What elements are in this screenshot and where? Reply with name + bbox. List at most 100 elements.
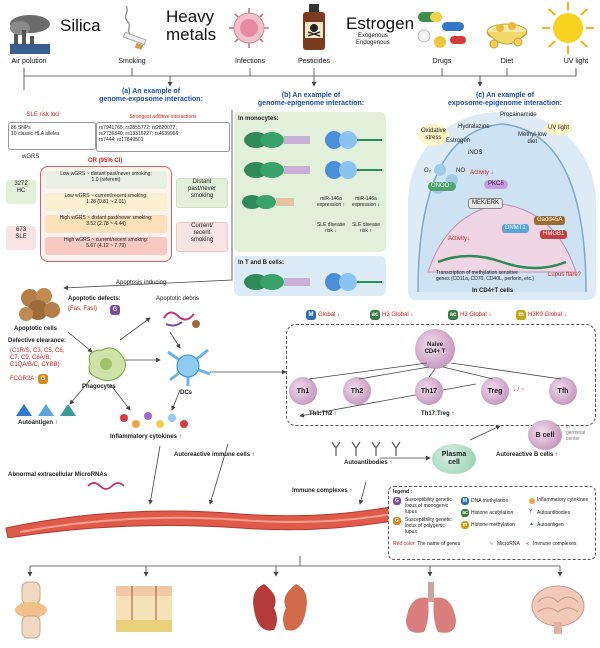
legend-cytokine-icon [529,498,535,504]
th1-th2-ratio: Th1:Th2 ↑ [309,411,337,417]
panel-b-tb-cells: In T and B cells: [234,256,386,296]
legend-mirna-icon: ∿ [489,541,494,547]
global-mark-2: H3 Global ↓ [382,312,414,318]
legend-mirna: MicroRNA [497,541,520,547]
lupus-flare: Lupus flare? [548,272,582,278]
pkcd-activity: Activity ↓ [470,170,494,176]
lungs-icon [406,582,456,633]
autoreactive-immune-label: Autoreactive immune cells ↑ [174,452,255,458]
food-bowl-icon [486,22,528,49]
brain-icon [531,585,585,634]
legend-autoantibodies: Autoantibodies [537,510,571,516]
estrogen-label: Estrogen [346,14,415,33]
th1-cell: Th1 [289,377,317,405]
apoptosis-inducing: Apoptosis inducing [116,280,167,286]
pills-icon [417,12,466,48]
legend-title: legend : [393,489,413,495]
debris-icon [163,311,200,328]
global-mark-4: H3K9 Global ↓ [528,312,567,318]
autoantigen-label: Autoantigen ↑ [18,420,58,426]
skin-icon [116,586,172,632]
sle-risk-loci: SLE risk loci [26,112,60,118]
b-cell: B cell [528,420,562,450]
immune-complexes-label: Immune complexes ↑ [292,488,353,494]
legend-ic-icon: ⊰ [525,541,530,547]
hydralazine-node: Hydralazine [458,124,490,130]
monocytes-label: In monocytes: [238,116,279,122]
factory-icon [10,15,50,54]
drugs-label: Drugs [432,58,452,65]
dcs-label: DCs [180,390,193,396]
no-node: NO [456,168,465,174]
sle-risk-up: SLE disease risk ↑ [351,222,381,234]
fcgr2a-gene: FCGR2A [10,376,35,382]
virus-icon [229,8,269,48]
legend-polygenic: Susceptibility genetic locus of polygeni… [405,517,452,535]
onoo-node: ONOO⁻ [428,182,456,191]
sle-risk-down: SLE disease risk ↓ [316,222,346,234]
gadd45a-node: Gadd45A [534,216,566,225]
abnormal-mirna-label: Abnormal extracellular MicroRNAs [8,472,108,478]
defective-clearance: Defective clearance: [8,338,67,344]
air-pollution-label: Air polution [11,58,47,65]
apoptotic-cells-icon [19,288,60,321]
autoantigen-icons [16,404,76,416]
differentiation-arrows [308,362,562,380]
phagocytes-label: Phagocytes [82,384,116,390]
legend-polygenic-icon: G [393,517,401,525]
smoking-label: Smoking [118,58,146,65]
clearance-genes: (C1R/S, C3, C5, C6, C7, C9, C8A/B, C1QA/… [10,348,65,368]
silica-label: Silica [60,16,101,35]
or-row-2: Low wGRS ~ current/recent smoking:1.28 (… [45,193,167,211]
uv-light-label: UV light [563,58,589,65]
chromatin-diagram [242,131,382,209]
histone-methylation-icon: m [516,310,526,320]
legend-antibody-icon: Y [529,509,533,515]
th2-cell: Th2 [343,377,371,405]
cytokine-dots [120,412,188,428]
tb-cells-label: In T and B cells: [238,260,285,266]
autoantibody-icons [331,441,401,456]
global-mark-3: H3 Global ↓ [460,312,492,318]
pesticide-bottle-icon [303,4,325,50]
procainamide-node: Procainamide [500,112,537,118]
legend-monogenic-icon: G [393,497,401,505]
estrogen-sources: Exogenous Endogenous [356,33,390,46]
blood-vessel [5,505,399,538]
apoptotic-defects: Apoptotic defects: [68,296,121,302]
snp-list-box: rs7941765; rs2855772; rs2820077; rs27363… [96,122,230,152]
uv-node: UV light [544,122,574,135]
treg-cell: Treg [481,377,509,405]
cigarette-icon [122,5,147,50]
tfh-cell: Tfh [549,377,577,405]
mek-erk-node: MEK/ERK [468,198,504,209]
apoptotic-debris-label: Apoptotic debris [156,296,200,302]
legend-autoantigen: Autoantigen [537,522,564,528]
hmgb1-node: HMGB1 [540,230,568,239]
dnmt1-node: DNMT1 [502,224,529,233]
fas-genes: (Fas, FasI) [68,306,98,312]
legend-cytokines: Inflammatory cytokines [537,497,589,503]
cd4-cells-label: In CD4+T cells [472,288,514,294]
inos-node: iNOS [468,150,483,156]
legend-dna-icon: M [461,497,469,505]
pkcd-node: PKCδ [484,180,508,189]
or-table: Low wGRS ~ distant past/never smoking:1.… [40,166,172,262]
diet-label: Diet [500,58,514,65]
risk-loci-box: 86 SNPs 10 classic HLA alleles [8,122,96,150]
histone-acetylation-icon: ac [370,310,380,320]
sun-icon [542,2,594,54]
autoreactive-b-label: Autoreactive B cells ↑ [496,452,559,458]
